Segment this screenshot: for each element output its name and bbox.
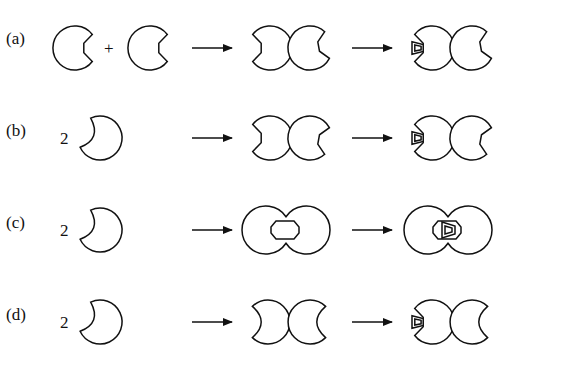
protein-subunit: [450, 300, 488, 344]
protein-subunit: [288, 26, 329, 70]
protein-subunit: [53, 26, 92, 70]
reaction-arrow: [352, 229, 392, 230]
reaction-arrow: [192, 229, 232, 230]
protein-subunit: [80, 208, 122, 252]
protein-subunit: [450, 116, 491, 160]
ligand: [442, 222, 455, 238]
plus-sign: +: [104, 40, 114, 57]
ligand: [412, 132, 423, 145]
protein-subunit: [288, 300, 326, 344]
reaction-arrow: [352, 47, 392, 48]
protein-subunit: [128, 26, 167, 70]
stoichiometry: 2: [60, 222, 69, 239]
stoichiometry: 2: [60, 314, 69, 331]
panel-label: (b): [6, 122, 26, 139]
ligand-inner: [415, 319, 421, 325]
panel-label: (d): [6, 306, 26, 323]
stoichiometry: 2: [60, 130, 69, 147]
reaction-arrow: [352, 321, 392, 322]
panel-label: (c): [6, 214, 25, 231]
reaction-arrow: [192, 137, 232, 138]
protein-subunit: [253, 116, 292, 160]
reaction-arrow: [192, 321, 232, 322]
reaction-arrow: [192, 47, 232, 48]
protein-subunit: [253, 26, 292, 70]
reaction-arrow: [352, 137, 392, 138]
protein-subunit: [80, 300, 122, 344]
ligand-inner: [445, 226, 452, 234]
protein-subunit: [415, 26, 454, 70]
protein-subunit: [80, 116, 122, 160]
ligand: [412, 42, 423, 55]
ligand-inner: [415, 45, 421, 51]
panel-label: (a): [6, 30, 25, 47]
protein-subunit: [252, 300, 290, 344]
protein-subunit: [288, 116, 329, 160]
ligand-inner: [415, 135, 421, 141]
ligand: [412, 316, 423, 329]
protein-subunit: [415, 116, 454, 160]
protein-subunit: [415, 300, 454, 344]
symmetric-dimer: [404, 206, 492, 254]
protein-subunit: [450, 26, 491, 70]
binding-cavity: [271, 221, 299, 239]
symmetric-dimer: [242, 206, 330, 254]
binding-cavity: [433, 221, 461, 239]
